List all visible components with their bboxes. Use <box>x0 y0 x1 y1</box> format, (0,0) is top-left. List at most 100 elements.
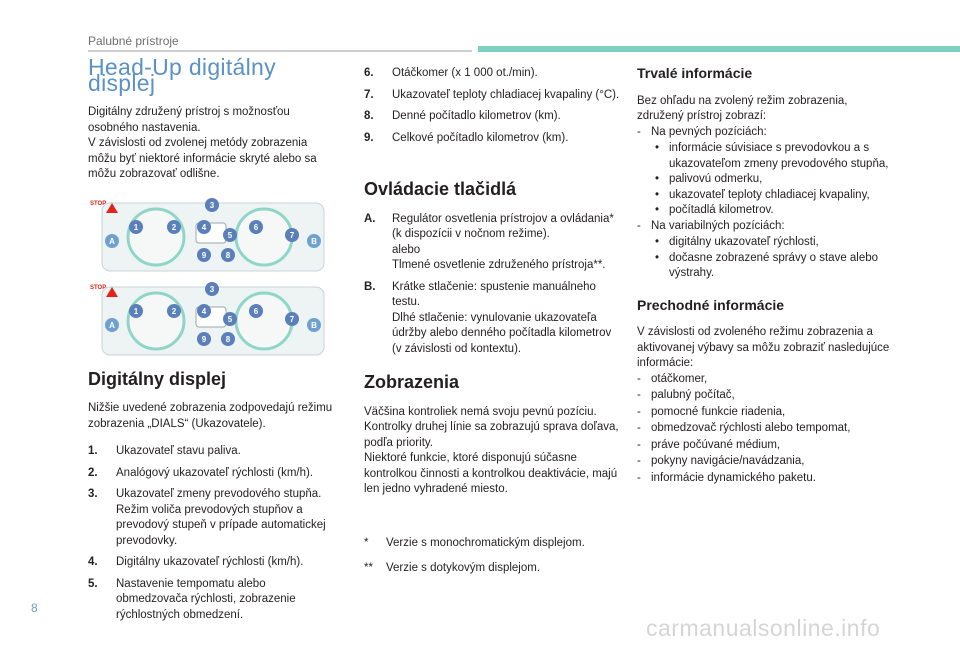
callout-b: B <box>307 233 321 248</box>
footnote-text: Verzie s monochromatickým displejom. <box>386 536 585 549</box>
stop-label: STOP <box>90 285 106 291</box>
item-text: Regulátor osvetlenia prístrojov a ovláda… <box>392 212 614 272</box>
dash-item: -otáčkomer, <box>637 372 895 388</box>
callout-a: A <box>105 233 119 248</box>
section-title-permanent: Trvalé informácie <box>637 65 753 81</box>
fixed-label: Na pevných pozíciách: <box>651 125 767 138</box>
list-item: 1. Ukazovateľ stavu paliva. <box>88 444 336 460</box>
list-item: 5.Nastavenie tempomatu alebo obmedzovača… <box>88 577 336 624</box>
column-2: 6.Otáčkomer (x 1 000 ot./min).7.Ukazovat… <box>364 66 622 587</box>
bullet-text: palivovú odmerku, <box>669 173 763 185</box>
svg-text:2: 2 <box>172 223 177 232</box>
svg-text:6: 6 <box>254 307 259 316</box>
fixed-label-row: -Na pevných pozíciách: <box>637 125 895 141</box>
bullet-text: digitálny ukazovateľ rýchlosti, <box>669 236 819 248</box>
list-item: 7.Ukazovateľ teploty chladiacej kvapalin… <box>364 88 622 104</box>
item-text: Ukazovateľ stavu paliva. <box>116 445 241 457</box>
column-1: Head-Up digitálny displej Digitálny zdru… <box>88 56 336 629</box>
svg-text:1: 1 <box>134 307 139 316</box>
fixed-items-list: •informácie súvisiace s prevodovkou a s … <box>637 141 895 219</box>
svg-text:A: A <box>109 237 115 246</box>
transient-items-list: -otáčkomer,-palubný počítač,-pomocné fun… <box>637 372 895 487</box>
item-text: Krátke stlačenie: spustenie manuálneho t… <box>392 280 612 355</box>
callout-1: 1 <box>129 219 143 234</box>
callout-7: 7 <box>285 311 299 326</box>
svg-text:B: B <box>311 321 317 330</box>
footnote: ** Verzie s dotykovým displejom. <box>364 561 622 577</box>
callout-6: 6 <box>249 219 263 234</box>
bullet-item: •dočasne zobrazené správy o stave alebo … <box>655 251 895 282</box>
callout-2: 2 <box>167 303 181 318</box>
section-intro: Nižšie uvedené zobrazenia zodpovedajú re… <box>88 402 333 430</box>
svg-text:9: 9 <box>202 335 207 344</box>
transient-intro: V závislosti od zvoleného režimu zobraze… <box>637 326 890 369</box>
svg-text:7: 7 <box>290 231 295 240</box>
numbered-list-2: 6.Otáčkomer (x 1 000 ot./min).7.Ukazovat… <box>364 66 622 146</box>
item-text: Celkové počítadlo kilometrov (km). <box>392 131 569 144</box>
bullet-text: ukazovateľ teploty chladiacej kvapaliny, <box>669 188 870 201</box>
svg-text:5: 5 <box>228 231 233 240</box>
callout-4: 4 <box>197 303 211 318</box>
callout-9: 9 <box>197 247 211 262</box>
list-item: B.Krátke stlačenie: spustenie manuálneho… <box>364 280 622 358</box>
permanent-intro: Bez ohľadu na zvolený režim zobrazenia, … <box>637 94 848 123</box>
item-number: 1. <box>88 445 98 457</box>
svg-text:6: 6 <box>254 223 259 232</box>
section-title-controls: Ovládacie tlačidlá <box>364 179 517 199</box>
page-number: 8 <box>31 601 38 615</box>
list-item: 4. Digitálny ukazovateľ rýchlosti (km/h). <box>88 555 336 571</box>
callout-3: 3 <box>205 197 219 212</box>
dash-text: otáčkomer, <box>651 372 708 385</box>
item-number: 3. <box>88 488 98 500</box>
svg-text:B: B <box>311 237 317 246</box>
svg-text:4: 4 <box>202 307 207 316</box>
item-number: 2. <box>88 466 98 479</box>
item-text: Ukazovateľ zmeny prevodového stupňa. Rež… <box>116 488 326 547</box>
dash-text: práve počúvané médium, <box>651 438 781 451</box>
watermark: carmanualsonline.info <box>646 615 881 641</box>
bullet-text: počítadlá kilometrov. <box>669 204 774 216</box>
svg-text:A: A <box>109 321 115 330</box>
section-title-transient: Prechodné informácie <box>637 296 785 313</box>
callout-2: 2 <box>167 219 181 234</box>
svg-text:4: 4 <box>202 223 207 232</box>
variable-label: Na variabilných pozíciách: <box>651 219 785 232</box>
bullet-item: •digitálny ukazovateľ rýchlosti, <box>655 235 895 251</box>
svg-text:3: 3 <box>210 285 215 294</box>
callout-1: 1 <box>129 303 143 318</box>
dash-item: -obmedzovač rýchlosti alebo tempomat, <box>637 421 895 437</box>
section-title-display: Zobrazenia <box>364 372 460 392</box>
stop-label: STOP <box>90 201 106 207</box>
variable-items-list: •digitálny ukazovateľ rýchlosti,•dočasne… <box>637 235 895 282</box>
footnote-mark: ** <box>364 562 373 574</box>
bullet-text: informácie súvisiace s prevodovkou a s u… <box>669 142 889 170</box>
item-number: 7. <box>364 88 374 101</box>
svg-text:3: 3 <box>210 201 215 210</box>
svg-text:9: 9 <box>202 251 207 260</box>
item-number: 8. <box>364 110 374 122</box>
footnote-text: Verzie s dotykovým displejom. <box>386 562 541 574</box>
footnotes: *Verzie s monochromatickým displejom. ** V… <box>364 536 622 577</box>
section-header: Palubné prístroje <box>88 34 179 48</box>
callout-6: 6 <box>249 303 263 318</box>
dash-item: -informácie dynamického paketu. <box>637 471 895 487</box>
dash-text: obmedzovač rýchlosti alebo tempomat, <box>651 422 851 434</box>
callout-4: 4 <box>197 219 211 234</box>
header-accent-bar <box>478 46 960 52</box>
callout-b: B <box>307 317 321 332</box>
warning-icon <box>106 202 118 213</box>
callout-5: 5 <box>223 227 237 242</box>
controls-list: A. Regulátor osvetlenia prístrojov a ovlá… <box>364 212 622 358</box>
item-text: Digitálny ukazovateľ rýchlosti (km/h). <box>116 556 304 568</box>
svg-text:2: 2 <box>172 307 177 316</box>
variable-label-row: -Na variabilných pozíciách: <box>637 219 895 235</box>
item-number: 4. <box>88 556 98 568</box>
footnote: *Verzie s monochromatickým displejom. <box>364 536 622 552</box>
item-number: 9. <box>364 131 374 144</box>
item-number: A. <box>364 212 376 225</box>
svg-text:5: 5 <box>228 315 233 324</box>
list-item: 9. Celkové počítadlo kilometrov (km). <box>364 131 622 147</box>
item-text: Denné počítadlo kilometrov (km). <box>392 110 561 122</box>
